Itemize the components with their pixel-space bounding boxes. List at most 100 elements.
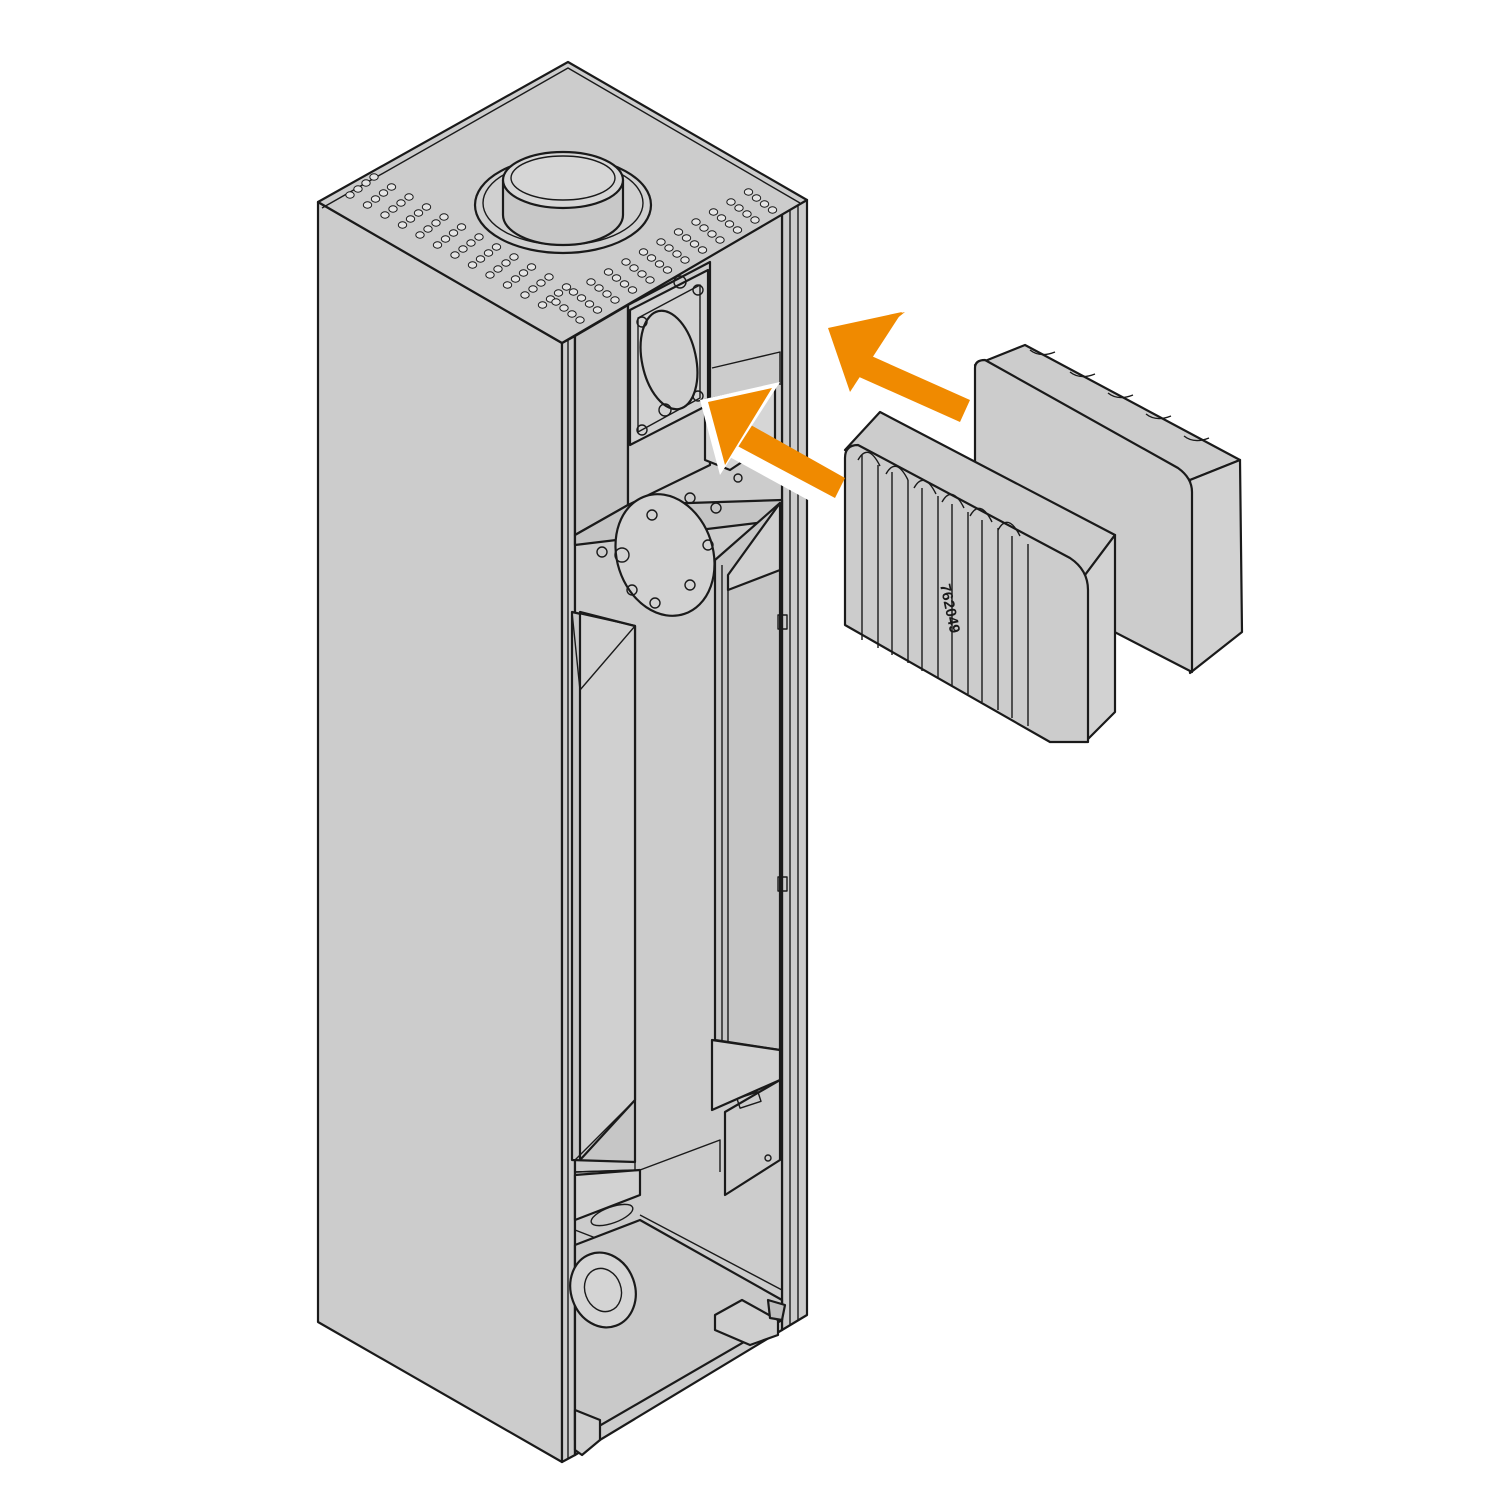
vent-hole [396,199,406,207]
vent-hole [568,288,579,296]
vent-hole [586,278,596,286]
vent-hole [458,245,468,253]
vent-hole [672,250,682,258]
vent-hole [405,215,416,223]
vent-hole [397,221,408,229]
vent-hole [526,263,537,271]
stove-foot-right [713,1298,780,1347]
vent-hole [759,200,770,208]
vent-hole [501,259,511,267]
vent-hole [734,204,744,212]
vent-hole [680,256,690,264]
vent-hole [518,269,529,277]
vent-hole [370,195,381,203]
vent-hole [629,264,639,272]
vent-hole [491,243,502,251]
vent-hole [361,179,371,187]
vent-hole [528,285,538,293]
vent-hole [475,255,486,263]
vent-hole [386,183,397,191]
vent-hole [697,246,708,254]
vent-hole [767,206,778,214]
vent-hole [726,198,736,206]
round-plate [596,473,743,617]
vent-hole [592,306,603,314]
vent-hole [510,275,521,283]
vent-hole [544,273,554,281]
vent-hole [576,294,587,302]
vent-hole [751,194,762,202]
vent-hole [724,220,735,228]
vent-hole [689,240,700,248]
vent-hole [536,279,546,287]
front-insulation-block: 762049 [843,410,1117,744]
vent-hole [413,209,424,217]
vent-hole [415,231,425,239]
stove-body [316,60,809,1464]
vent-hole [450,251,460,259]
vent-hole [673,228,684,236]
vent-hole [611,274,622,282]
vent-hole [594,284,604,292]
right-channel [710,501,782,1197]
vent-hole [431,219,441,227]
vent-hole [707,230,717,238]
vent-hole [708,208,719,216]
vent-hole [537,301,548,309]
vent-hole [654,260,665,268]
vent-hole [509,253,519,261]
vent-hole [380,211,390,219]
vent-hole [423,225,433,233]
vent-hole [439,213,449,221]
vent-hole [732,226,743,234]
vent-hole [610,296,620,304]
vent-hole [602,290,612,298]
left-channel [570,610,637,1173]
vent-hole [448,229,459,237]
vent-hole [466,239,476,247]
vent-hole [603,268,614,276]
vent-hole [353,185,363,193]
vent-hole [345,191,355,199]
vent-hole [467,261,478,269]
vent-hole [567,310,577,318]
vent-hole [681,234,692,242]
vent-hole [520,291,530,299]
stove-right-edge [780,198,809,1332]
insert-arrow-lower [700,382,845,512]
vent-hole [432,241,443,249]
vent-hole [456,223,467,231]
vent-hole [551,298,561,306]
vent-hole [699,224,709,232]
vent-hole [627,286,638,294]
vent-hole [404,193,414,201]
vent-hole [553,289,564,297]
vent-hole [378,189,389,197]
vent-hole [637,270,647,278]
vent-hole [369,173,379,181]
insert-arrow-icon [730,420,845,498]
vent-hole [716,214,727,222]
vent-hole [388,205,398,213]
vent-hole [362,201,373,209]
vent-hole [715,236,725,244]
vent-hole [559,304,569,312]
vent-hole [645,276,655,284]
vent-hole [621,258,631,266]
vent-hole [502,281,513,289]
vent-hole [483,249,494,257]
vent-hole [474,233,484,241]
vent-hole [440,235,451,243]
top-vent-holes [345,173,778,324]
upper-flange [628,268,710,447]
vent-hole [421,203,432,211]
stove-foot-left [573,1408,602,1457]
vent-hole [493,265,503,273]
vent-hole [638,248,649,256]
vent-hole [561,283,572,291]
vent-hole [575,316,585,324]
vent-hole [646,254,657,262]
vent-hole [656,238,666,246]
